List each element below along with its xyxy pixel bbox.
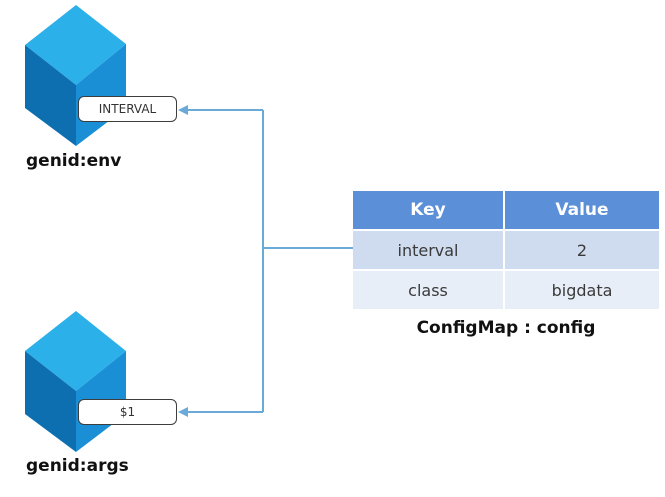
cell-value: 2 [504,230,659,271]
configmap-caption: ConfigMap : config [416,318,596,338]
cube-icon [25,311,126,452]
cube-icon [25,5,126,146]
table-row: class bigdata [353,270,659,311]
cell-key: interval [353,230,505,271]
env-var-box: $1 [78,399,177,425]
pod-label: genid:args [26,456,129,476]
env-var-box: INTERVAL [78,96,177,122]
configmap-table: Key Value interval 2 class bigdata [353,191,659,311]
header-value: Value [504,191,659,231]
cell-key: class [353,270,505,311]
cell-value: bigdata [504,270,659,311]
table-header-row: Key Value [353,191,659,231]
header-key: Key [353,191,505,231]
pod-label: genid:env [26,151,122,171]
configmap-connector [178,105,353,417]
table-row: interval 2 [353,230,659,271]
